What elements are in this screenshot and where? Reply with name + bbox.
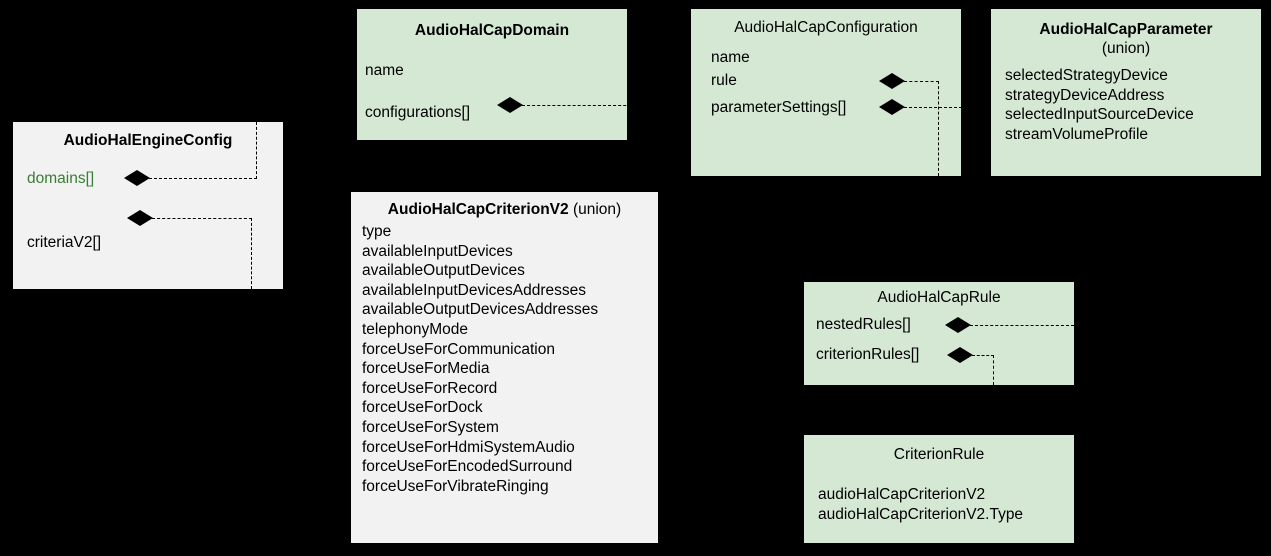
field-parameter-settings: parameterSettings[] (711, 99, 847, 116)
field-available-input-devices: availableInputDevices (362, 242, 513, 260)
field-criterion-rules: criterionRules[] (816, 346, 920, 363)
connector-criteria-v2-vertical (251, 218, 252, 289)
field-rule: rule (711, 72, 737, 89)
class-box-audio-hal-cap-configuration[interactable]: AudioHalCapConfiguration name rule param… (691, 9, 961, 176)
class-box-audio-hal-cap-domain[interactable]: AudioHalCapDomain name configurations[] (357, 9, 627, 140)
class-box-audio-hal-cap-criterion-v2[interactable]: AudioHalCapCriterionV2 (union) type avai… (351, 192, 658, 543)
composition-diamond-configurations (497, 97, 523, 113)
connector-domains-horizontal (149, 178, 257, 179)
field-audio-hal-cap-criterion-v2: audioHalCapCriterionV2 (818, 486, 986, 503)
class-title-audio-hal-cap-domain: AudioHalCapDomain (414, 22, 570, 39)
connector-parameter-settings-horizontal (904, 107, 992, 108)
field-list-audio-hal-cap-criterion-v2: type availableInputDevices availableOutp… (362, 222, 598, 496)
composition-diamond-domains (124, 170, 150, 186)
field-force-use-for-system: forceUseForSystem (362, 418, 499, 436)
field-available-output-devices: availableOutputDevices (362, 262, 525, 280)
field-list-audio-hal-cap-parameter: selectedStrategyDevice strategyDeviceAdd… (1005, 66, 1194, 144)
connector-rule-horizontal (904, 81, 939, 82)
field-force-use-for-encoded-surround: forceUseForEncodedSurround (362, 458, 573, 476)
composition-diamond-parameter-settings (879, 99, 905, 115)
class-box-audio-hal-cap-parameter[interactable]: AudioHalCapParameter (union) selectedStr… (991, 9, 1261, 176)
field-list-criterion-rule: audioHalCapCriterionV2 audioHalCapCriter… (818, 485, 1023, 524)
field-type: type (362, 223, 392, 240)
class-title-audio-hal-cap-rule: AudioHalCapRule (877, 289, 1001, 306)
class-box-audio-hal-cap-rule[interactable]: AudioHalCapRule nestedRules[] criterionR… (804, 282, 1074, 385)
composition-diamond-criteria-v2 (127, 210, 153, 226)
connector-criterion-rules-horizontal (972, 355, 994, 356)
field-available-input-devices-addresses: availableInputDevicesAddresses (362, 281, 587, 299)
class-title-union-tag: (union) (572, 201, 622, 218)
field-name: name (365, 62, 404, 79)
field-force-use-for-hdmi-system-audio: forceUseForHdmiSystemAudio (362, 438, 575, 456)
class-subtitle-union: (union) (1101, 40, 1151, 57)
class-title-audio-hal-engine-config: AudioHalEngineConfig (63, 132, 233, 149)
field-strategy-device-address: strategyDeviceAddress (1005, 86, 1165, 104)
field-audio-hal-cap-criterion-v2-type: audioHalCapCriterionV2.Type (818, 505, 1024, 523)
composition-diamond-rule (879, 73, 905, 89)
field-force-use-for-communication: forceUseForCommunication (362, 340, 555, 358)
field-force-use-for-vibrate-ringing: forceUseForVibrateRinging (362, 477, 549, 495)
class-box-criterion-rule[interactable]: CriterionRule audioHalCapCriterionV2 aud… (804, 435, 1074, 543)
composition-diamond-nested-rules (945, 317, 971, 333)
class-box-audio-hal-engine-config[interactable]: AudioHalEngineConfig domains[] criteriaV… (13, 122, 283, 289)
class-title-audio-hal-cap-criterion-v2: AudioHalCapCriterionV2 (union) (351, 200, 658, 219)
field-selected-input-source-device: selectedInputSourceDevice (1005, 106, 1194, 124)
class-title-audio-hal-cap-configuration: AudioHalCapConfiguration (734, 19, 918, 36)
connector-nested-rules-horizontal (970, 325, 1074, 326)
connector-domains-vertical (256, 122, 257, 179)
connector-rule-vertical (938, 81, 939, 176)
connector-criterion-rules-vertical (993, 355, 994, 385)
class-title-audio-hal-cap-parameter: AudioHalCapParameter (1039, 21, 1213, 38)
connector-configurations-horizontal (522, 105, 692, 106)
field-domains: domains[] (27, 170, 95, 187)
field-name: name (711, 49, 750, 66)
composition-diamond-criterion-rules (947, 347, 973, 363)
field-configurations: configurations[] (365, 104, 471, 121)
field-telephony-mode: telephonyMode (362, 320, 468, 338)
field-nested-rules: nestedRules[] (816, 316, 911, 333)
field-force-use-for-media: forceUseForMedia (362, 360, 490, 378)
field-stream-volume-profile: streamVolumeProfile (1005, 125, 1149, 143)
field-force-use-for-record: forceUseForRecord (362, 379, 498, 397)
field-criteria-v2: criteriaV2[] (27, 234, 102, 251)
class-title-criterion-rule: CriterionRule (893, 446, 985, 463)
field-available-output-devices-addresses: availableOutputDevicesAddresses (362, 301, 599, 319)
class-title-text: AudioHalCapCriterionV2 (387, 201, 569, 218)
field-selected-strategy-device: selectedStrategyDevice (1005, 67, 1168, 84)
connector-criteria-v2-horizontal (152, 218, 252, 219)
field-force-use-for-dock: forceUseForDock (362, 399, 483, 417)
